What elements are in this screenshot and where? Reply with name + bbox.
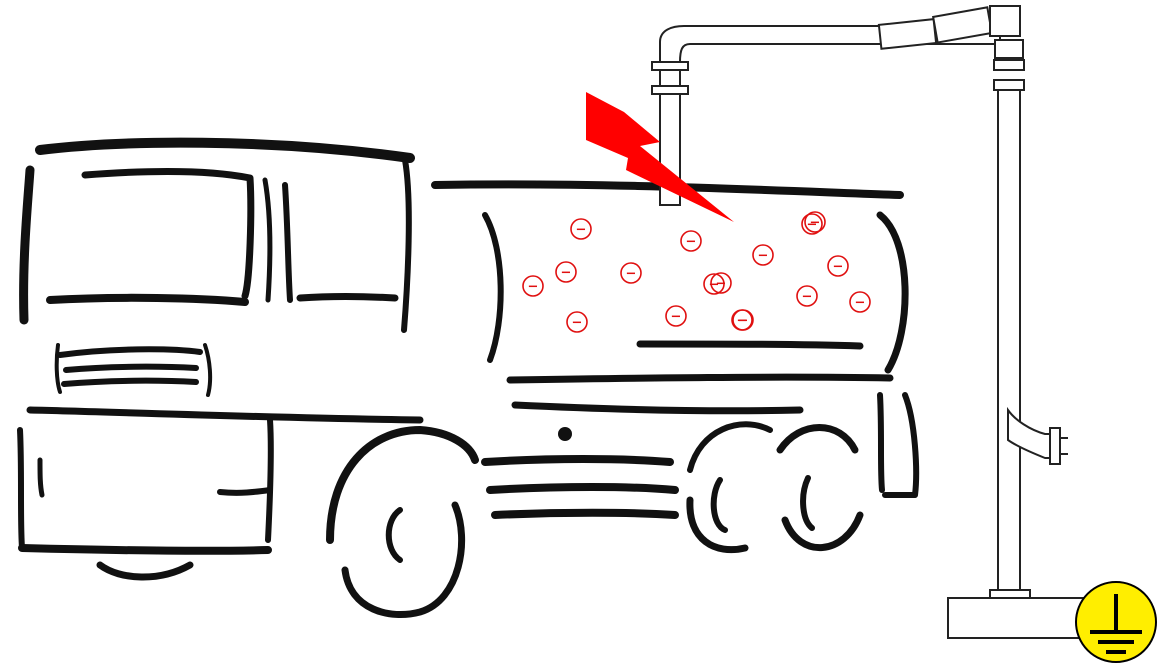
charge-sign: − bbox=[572, 316, 583, 331]
negative-charge-icon: − bbox=[828, 256, 848, 276]
charge-sign: − bbox=[810, 216, 821, 231]
negative-charge-icon: − bbox=[753, 245, 773, 265]
column-base-flange bbox=[990, 590, 1030, 598]
negative-charge-icon: − bbox=[567, 312, 587, 332]
negative-charge-icon: − bbox=[681, 231, 701, 251]
pipe-flange bbox=[652, 86, 688, 94]
truck-wheels bbox=[330, 424, 860, 614]
support-column bbox=[998, 90, 1020, 595]
charge-sign: − bbox=[576, 223, 587, 238]
concrete-base bbox=[948, 598, 1088, 638]
charge-sign: − bbox=[686, 235, 697, 250]
charge-sign: − bbox=[561, 266, 572, 281]
charge-sign: − bbox=[709, 278, 720, 293]
charge-sign: − bbox=[758, 249, 769, 264]
negative-charge-icon: − bbox=[523, 276, 543, 296]
ground-icon bbox=[1076, 582, 1156, 662]
charge-sign: − bbox=[802, 290, 813, 305]
swivel-joint bbox=[879, 19, 936, 49]
tanker-tank bbox=[435, 184, 905, 370]
branch-flange bbox=[1050, 428, 1060, 464]
swivel-head bbox=[990, 6, 1020, 36]
charge-sign: − bbox=[855, 296, 866, 311]
column-coupling bbox=[995, 40, 1023, 58]
charge-sign: − bbox=[528, 280, 539, 295]
negative-charge-icon: − bbox=[556, 262, 576, 282]
pipe-flange bbox=[994, 60, 1024, 70]
chassis-bolt bbox=[558, 427, 572, 441]
negative-charge-icon: − bbox=[571, 219, 591, 239]
charge-sign: − bbox=[626, 267, 637, 282]
electric-charges: −−−−−−−−−−−−−−−−− bbox=[523, 212, 870, 332]
negative-charge-icon: − bbox=[850, 292, 870, 312]
negative-charge-icon: − bbox=[797, 286, 817, 306]
negative-charge-icon: − bbox=[666, 306, 686, 326]
charge-sign: − bbox=[671, 310, 682, 325]
pipe-flange bbox=[652, 62, 688, 70]
charge-sign: − bbox=[738, 314, 749, 329]
truck-cab bbox=[20, 143, 420, 577]
charge-sign: − bbox=[833, 260, 844, 275]
negative-charge-icon: − bbox=[621, 263, 641, 283]
loading-arm bbox=[652, 6, 1088, 638]
pipe-flange bbox=[994, 80, 1024, 90]
